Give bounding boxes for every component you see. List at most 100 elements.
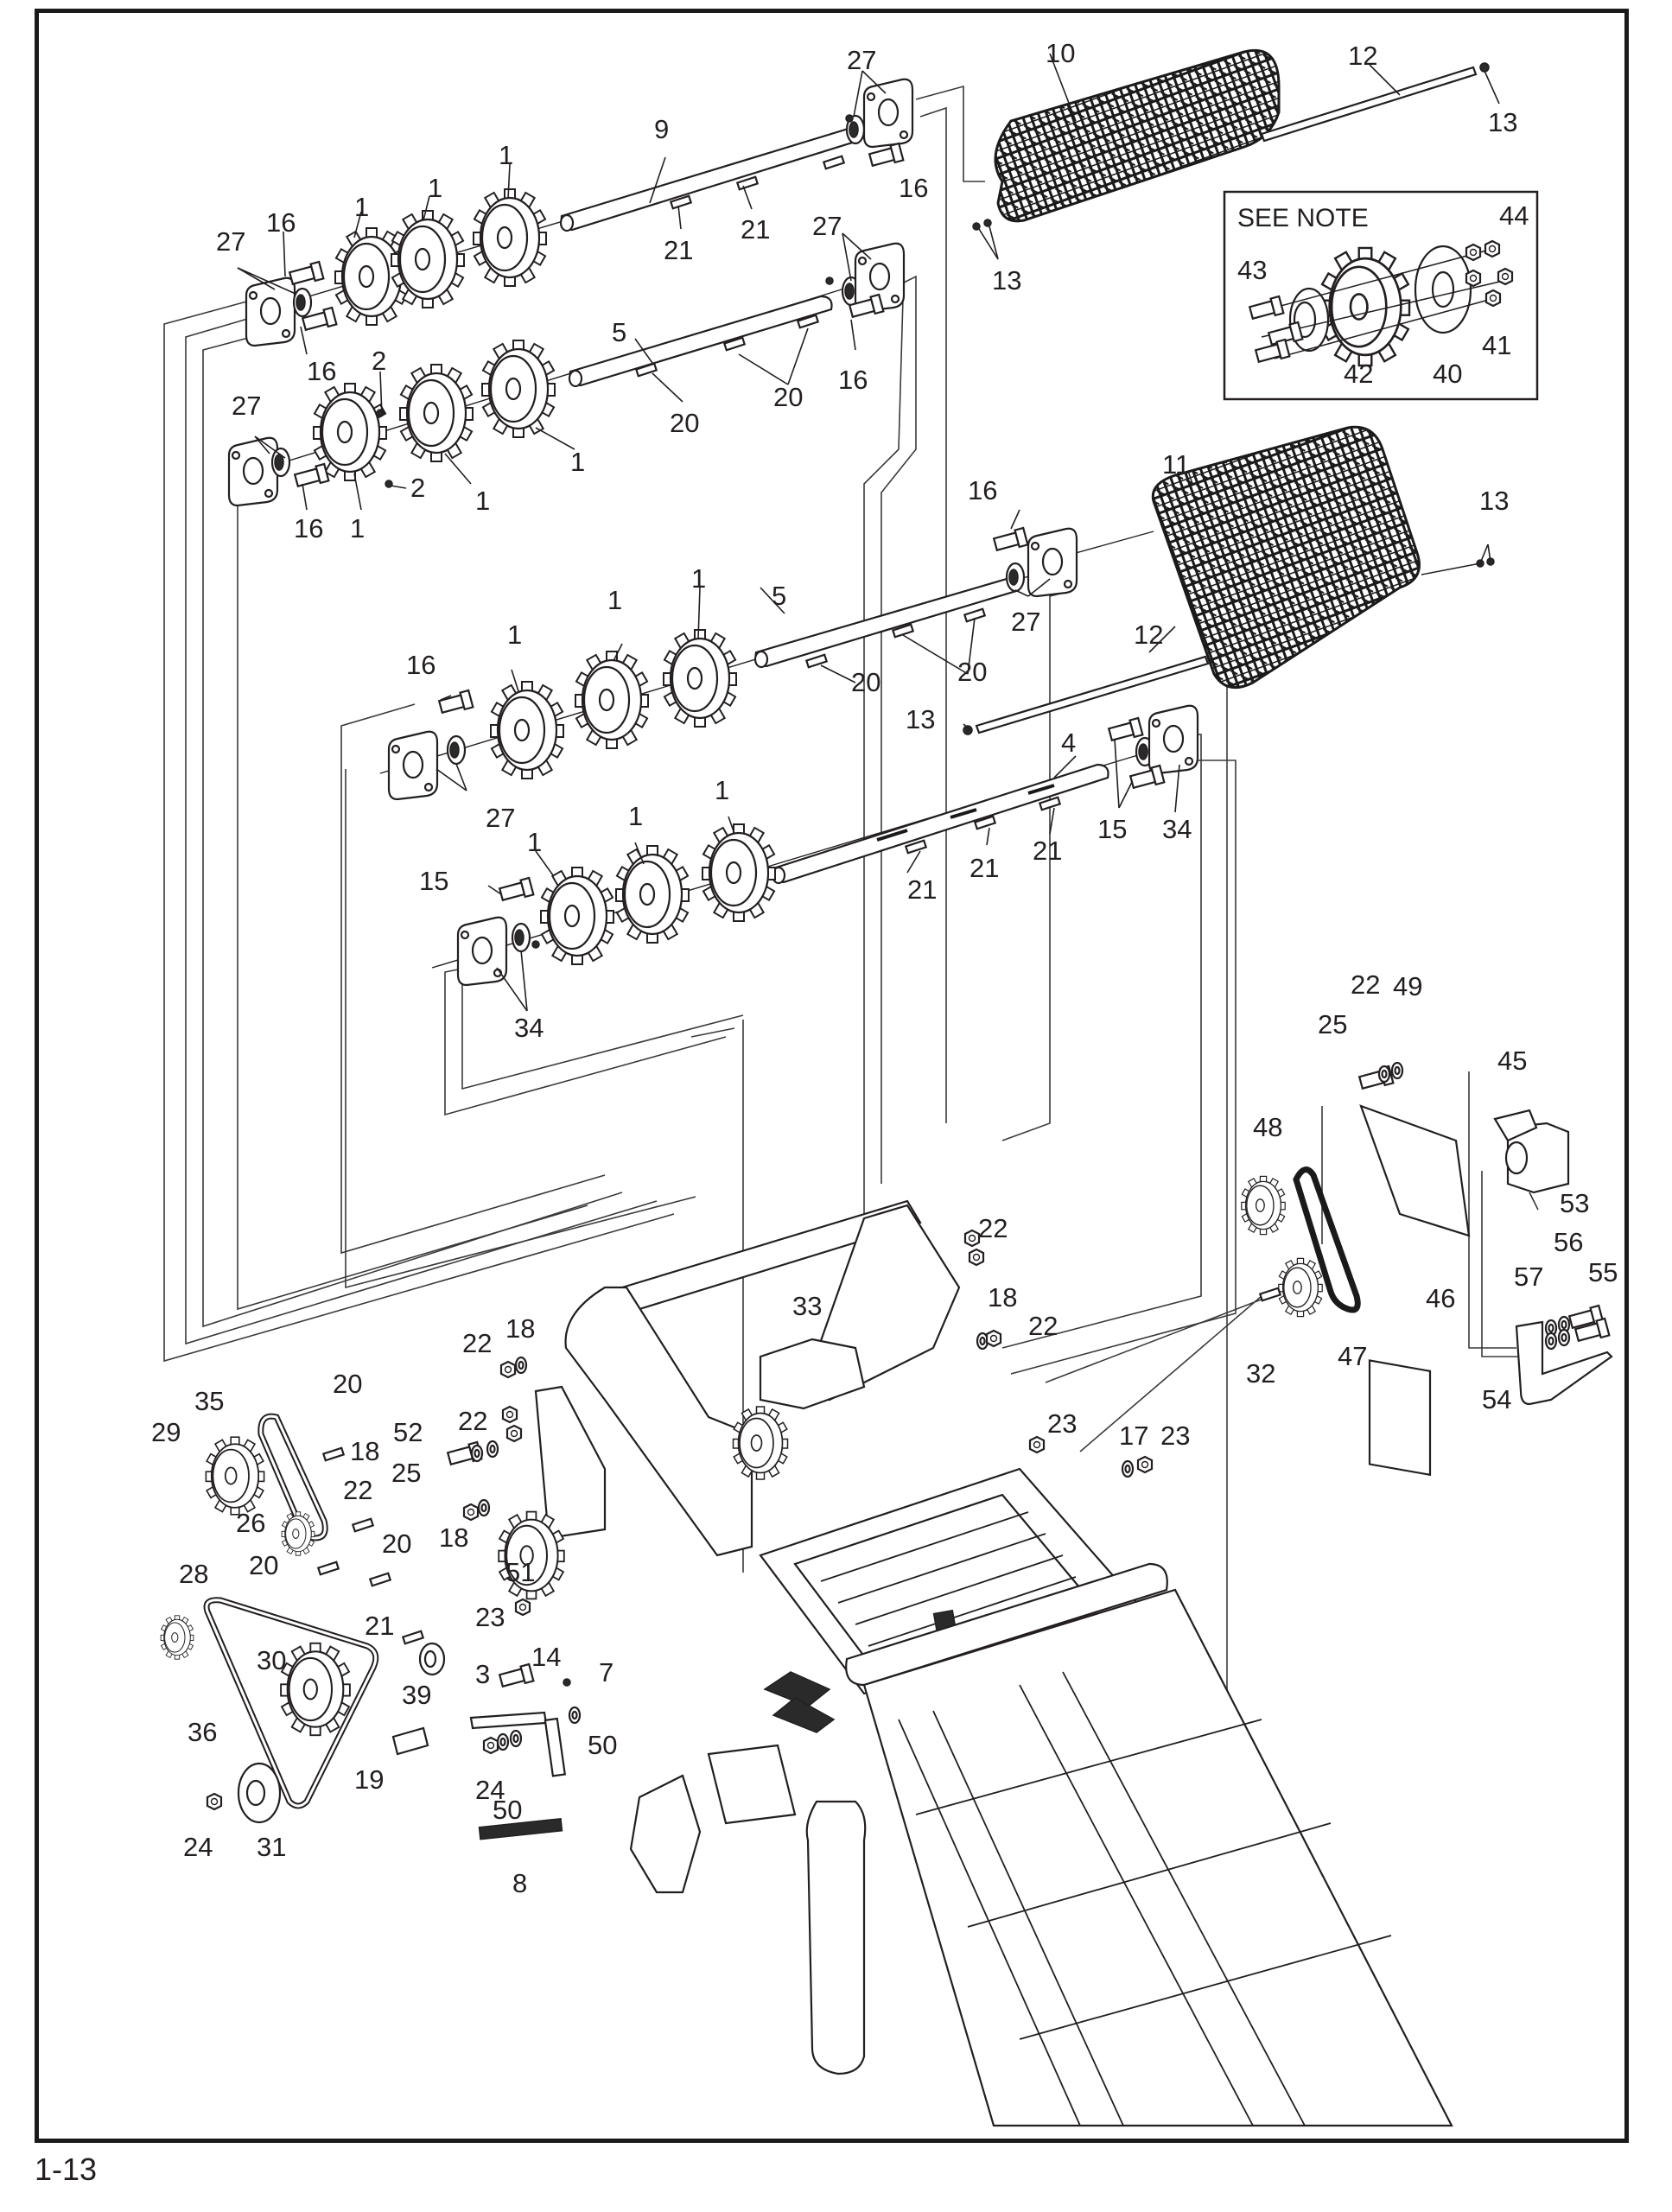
shaft-9-assembly — [245, 78, 914, 347]
callout-57: 57 — [1514, 1262, 1543, 1292]
callout-13: 13 — [906, 704, 935, 734]
callout-47: 47 — [1338, 1341, 1367, 1371]
flange-27 — [245, 276, 296, 347]
callout-20: 20 — [773, 382, 803, 412]
callout-50: 50 — [588, 1730, 617, 1760]
callout-18: 18 — [350, 1436, 379, 1466]
main-frame — [534, 1199, 1453, 2127]
callout-21: 21 — [907, 874, 937, 905]
conveyor-mesh-11 — [963, 425, 1495, 735]
callout-16: 16 — [406, 650, 435, 680]
left-belt-drive — [160, 1229, 1154, 1840]
callout-42: 42 — [1344, 359, 1373, 389]
callout-15: 15 — [1097, 814, 1127, 844]
callout-1: 1 — [507, 620, 522, 650]
callout-34: 34 — [1162, 814, 1192, 844]
callout-1: 1 — [428, 173, 442, 203]
callout-16: 16 — [294, 513, 323, 543]
callout-40: 40 — [1433, 359, 1462, 389]
callout-44: 44 — [1499, 200, 1529, 231]
callout-32: 32 — [1246, 1358, 1275, 1389]
callout-16: 16 — [266, 207, 296, 238]
belt-guard — [805, 1800, 867, 2075]
callout-22: 22 — [458, 1406, 487, 1436]
callout-5: 5 — [772, 581, 786, 611]
callout-4: 4 — [1061, 728, 1076, 758]
callout-27: 27 — [847, 45, 876, 75]
callout-20: 20 — [333, 1369, 362, 1399]
callout-54: 54 — [1482, 1384, 1511, 1414]
callout-31: 31 — [257, 1832, 286, 1862]
callout-20: 20 — [382, 1529, 411, 1559]
callout-34: 34 — [514, 1013, 544, 1043]
callout-10: 10 — [1046, 38, 1075, 68]
callout-1: 1 — [475, 486, 490, 516]
callout-39: 39 — [402, 1680, 431, 1710]
callout-5: 5 — [612, 317, 626, 347]
callout-45: 45 — [1497, 1046, 1527, 1076]
callout-7: 7 — [599, 1657, 613, 1688]
callout-24: 24 — [475, 1775, 505, 1805]
callout-23: 23 — [475, 1602, 505, 1632]
callout-16: 16 — [899, 173, 928, 203]
callout-18: 18 — [505, 1313, 535, 1344]
callout-1: 1 — [527, 827, 542, 857]
callout-1: 1 — [499, 140, 513, 170]
callout-13: 13 — [1488, 107, 1517, 137]
callout-20: 20 — [851, 667, 881, 697]
callout-22: 22 — [1351, 969, 1380, 1000]
callout-1: 1 — [354, 192, 369, 222]
callout-12: 12 — [1134, 620, 1163, 650]
callout-labels: 27 10 12 13 9 16 1 1 1 16 27 21 21 27 13… — [151, 38, 1618, 1898]
leader-lines — [237, 53, 1500, 1012]
roller — [845, 1562, 1168, 1687]
callout-20: 20 — [249, 1550, 278, 1580]
callout-53: 53 — [1560, 1188, 1589, 1218]
callout-1: 1 — [570, 447, 585, 477]
callout-25: 25 — [1318, 1009, 1347, 1039]
callout-22: 22 — [978, 1213, 1008, 1243]
callout-55: 55 — [1588, 1257, 1618, 1287]
callout-27: 27 — [486, 803, 515, 833]
shaft-5-lower-assembly — [379, 526, 1078, 801]
callout-21: 21 — [365, 1611, 394, 1641]
callout-30: 30 — [257, 1645, 286, 1675]
callout-1: 1 — [350, 513, 365, 543]
callout-51: 51 — [505, 1557, 535, 1587]
callout-25: 25 — [391, 1458, 421, 1488]
callout-48: 48 — [1253, 1112, 1282, 1142]
callout-20: 20 — [957, 657, 987, 687]
motor-drive-assembly — [1241, 1061, 1613, 1477]
callout-16: 16 — [838, 365, 868, 395]
callout-20: 20 — [670, 408, 699, 438]
bracket-54 — [1515, 1320, 1613, 1406]
callout-15: 15 — [419, 866, 448, 896]
callout-13: 13 — [992, 265, 1021, 296]
callout-12: 12 — [1348, 41, 1377, 71]
rod-12-lower — [975, 655, 1210, 734]
callout-9: 9 — [654, 114, 669, 144]
callout-27: 27 — [216, 226, 245, 257]
callout-21: 21 — [741, 214, 770, 245]
callout-8: 8 — [512, 1868, 527, 1898]
rod-12-top — [1260, 66, 1478, 143]
callout-21: 21 — [1033, 836, 1062, 866]
callout-27: 27 — [812, 211, 842, 241]
callout-1: 1 — [628, 801, 643, 831]
callout-52: 52 — [393, 1417, 423, 1447]
callout-22: 22 — [462, 1328, 492, 1358]
callout-22: 22 — [1028, 1311, 1058, 1341]
callout-3: 3 — [475, 1659, 490, 1689]
gear-motor-45 — [1506, 1122, 1570, 1194]
hydraulic-motor-33 — [759, 1338, 866, 1410]
callout-16: 16 — [307, 356, 336, 386]
spring-8 — [478, 1817, 563, 1840]
note-title: SEE NOTE — [1237, 204, 1369, 232]
callout-29: 29 — [151, 1417, 181, 1447]
shaft-4-assembly — [431, 704, 1199, 987]
callout-18: 18 — [439, 1522, 468, 1553]
callout-1: 1 — [691, 563, 706, 594]
callout-11: 11 — [1162, 449, 1190, 480]
callout-22: 22 — [343, 1475, 372, 1505]
